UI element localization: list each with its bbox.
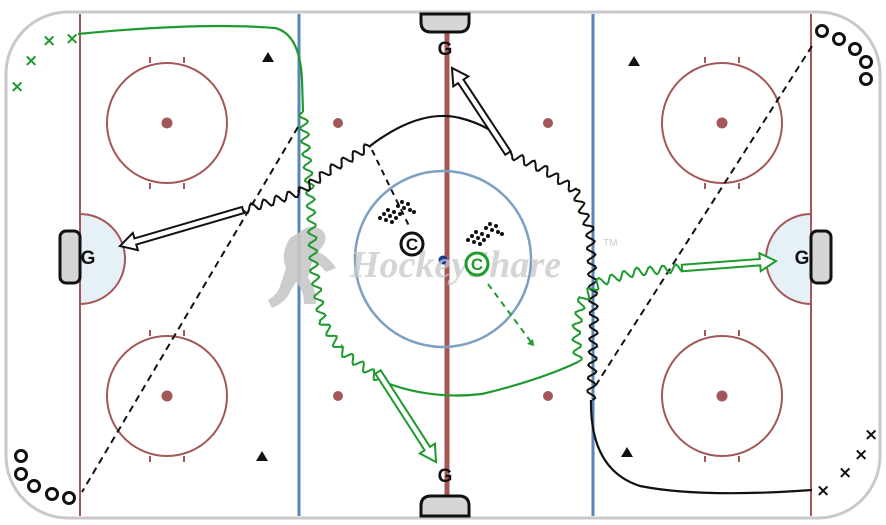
pass-arrows xyxy=(118,66,779,464)
carry-black-right xyxy=(511,153,600,401)
watermark-trademark: TM xyxy=(603,238,617,249)
forward-player: × xyxy=(864,425,878,445)
defense-player xyxy=(14,467,28,481)
coach-black: C xyxy=(399,231,425,257)
defense-player xyxy=(832,32,846,46)
forward-group-top-left: × × × × xyxy=(10,29,79,97)
pylon-bottom-left xyxy=(256,451,268,461)
pass-line-right-diagonal xyxy=(595,45,813,386)
crease-left xyxy=(79,212,126,306)
neutral-dot xyxy=(543,118,553,128)
defense-player xyxy=(14,449,28,463)
forward-player: × xyxy=(854,445,868,465)
skate-path-green-bottom-arc xyxy=(383,361,579,397)
neutral-dot xyxy=(333,391,343,401)
goal-net-right xyxy=(809,229,833,285)
neutral-dot xyxy=(543,391,553,401)
pass-arrow-to-bottom-goalie xyxy=(373,368,438,464)
forward-player: × xyxy=(10,77,24,97)
defense-player xyxy=(45,487,59,501)
pylon-bottom-right xyxy=(621,447,633,457)
watermark-text: HockeyShare xyxy=(349,244,561,286)
goal-net-left xyxy=(58,229,82,285)
goalie-top: G xyxy=(438,39,453,60)
defense-player xyxy=(859,72,873,86)
pass-arrowhead-green xyxy=(527,339,534,346)
forward-player: × xyxy=(24,51,38,71)
goalie-right: G xyxy=(795,248,810,269)
goal-net-bottom xyxy=(419,494,471,518)
forward-group-bottom-right: × × × × xyxy=(816,425,878,501)
defense-player xyxy=(815,24,829,38)
defense-group-top-right xyxy=(815,24,873,86)
goalie-bottom: G xyxy=(438,466,453,487)
forward-player: × xyxy=(65,29,79,49)
defense-group-bottom-left xyxy=(14,449,76,505)
skate-path-green-top xyxy=(77,24,305,113)
pylon-top-left xyxy=(262,52,274,62)
neutral-dot xyxy=(333,118,343,128)
pass-line-left-diagonal xyxy=(81,126,299,493)
puck-carry-paths xyxy=(242,111,684,401)
pass-line-green-coach xyxy=(487,283,535,347)
carry-green-right xyxy=(571,262,684,363)
carry-green-left-blueline xyxy=(298,111,386,382)
goal-net-top xyxy=(419,12,471,34)
center-circle xyxy=(353,169,533,349)
coach-black-label: C xyxy=(406,235,418,254)
coach-green: C xyxy=(464,251,490,277)
defense-player xyxy=(27,479,41,493)
coach-green-label: C xyxy=(471,255,483,274)
watermark-logo: HockeyShare TM xyxy=(268,226,617,308)
goalie-left: G xyxy=(81,248,96,269)
pylon-top-right xyxy=(628,56,640,66)
pass-arrow-to-left-goalie xyxy=(118,205,246,252)
faceoff-circle-bottom-right xyxy=(661,330,783,462)
carry-black-left xyxy=(242,143,372,214)
faceoff-circle-top-right xyxy=(661,57,783,189)
center-dot xyxy=(438,255,448,265)
pass-arrow-to-right-goalie xyxy=(680,251,779,273)
pass-line-black-coach xyxy=(371,149,411,229)
skate-path-black-bottom-right xyxy=(589,399,813,495)
forward-player: × xyxy=(838,463,852,483)
pucks-left xyxy=(378,200,416,224)
pucks-right xyxy=(466,222,504,246)
faceoff-circle-bottom-left xyxy=(106,330,228,462)
coach-black-circle xyxy=(399,231,425,257)
pass-arrow-to-top-goalie xyxy=(450,66,513,157)
forward-player: × xyxy=(42,31,56,51)
defense-player xyxy=(859,55,873,69)
coach-green-circle xyxy=(464,251,490,277)
watermark-skater-icon xyxy=(268,226,336,308)
defense-player xyxy=(848,42,862,56)
defense-player xyxy=(62,491,76,505)
forward-player: × xyxy=(816,481,830,501)
faceoff-circle-top-left xyxy=(106,57,228,189)
